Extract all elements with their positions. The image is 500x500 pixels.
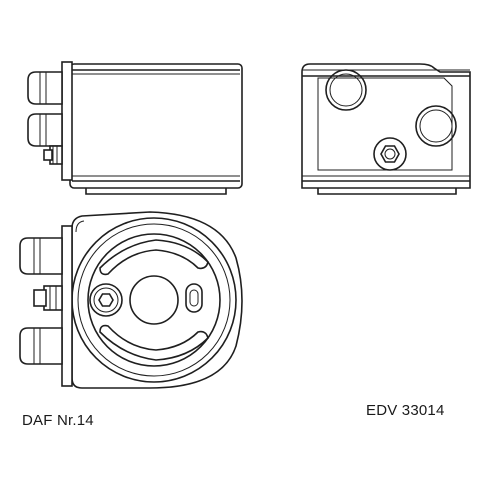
oil-slots	[99, 239, 209, 361]
part-number-right: EDV 33014	[366, 402, 445, 419]
top-sensor	[33, 285, 63, 311]
hex-bolt	[373, 137, 407, 171]
top-view	[19, 211, 243, 389]
small-port	[89, 283, 123, 317]
port-circle-large	[325, 69, 367, 111]
lower-pipe	[27, 113, 63, 147]
part-number-left: DAF Nr.14	[22, 412, 94, 429]
front-view	[301, 63, 471, 195]
top-upper-pipe	[19, 237, 63, 275]
top-lower-pipe	[19, 327, 63, 365]
port-circle-right	[415, 105, 457, 147]
side-view	[27, 61, 243, 195]
upper-pipe	[27, 71, 63, 105]
bypass-slot	[185, 283, 203, 313]
sensor-plug	[43, 145, 63, 165]
central-bore	[129, 275, 179, 325]
